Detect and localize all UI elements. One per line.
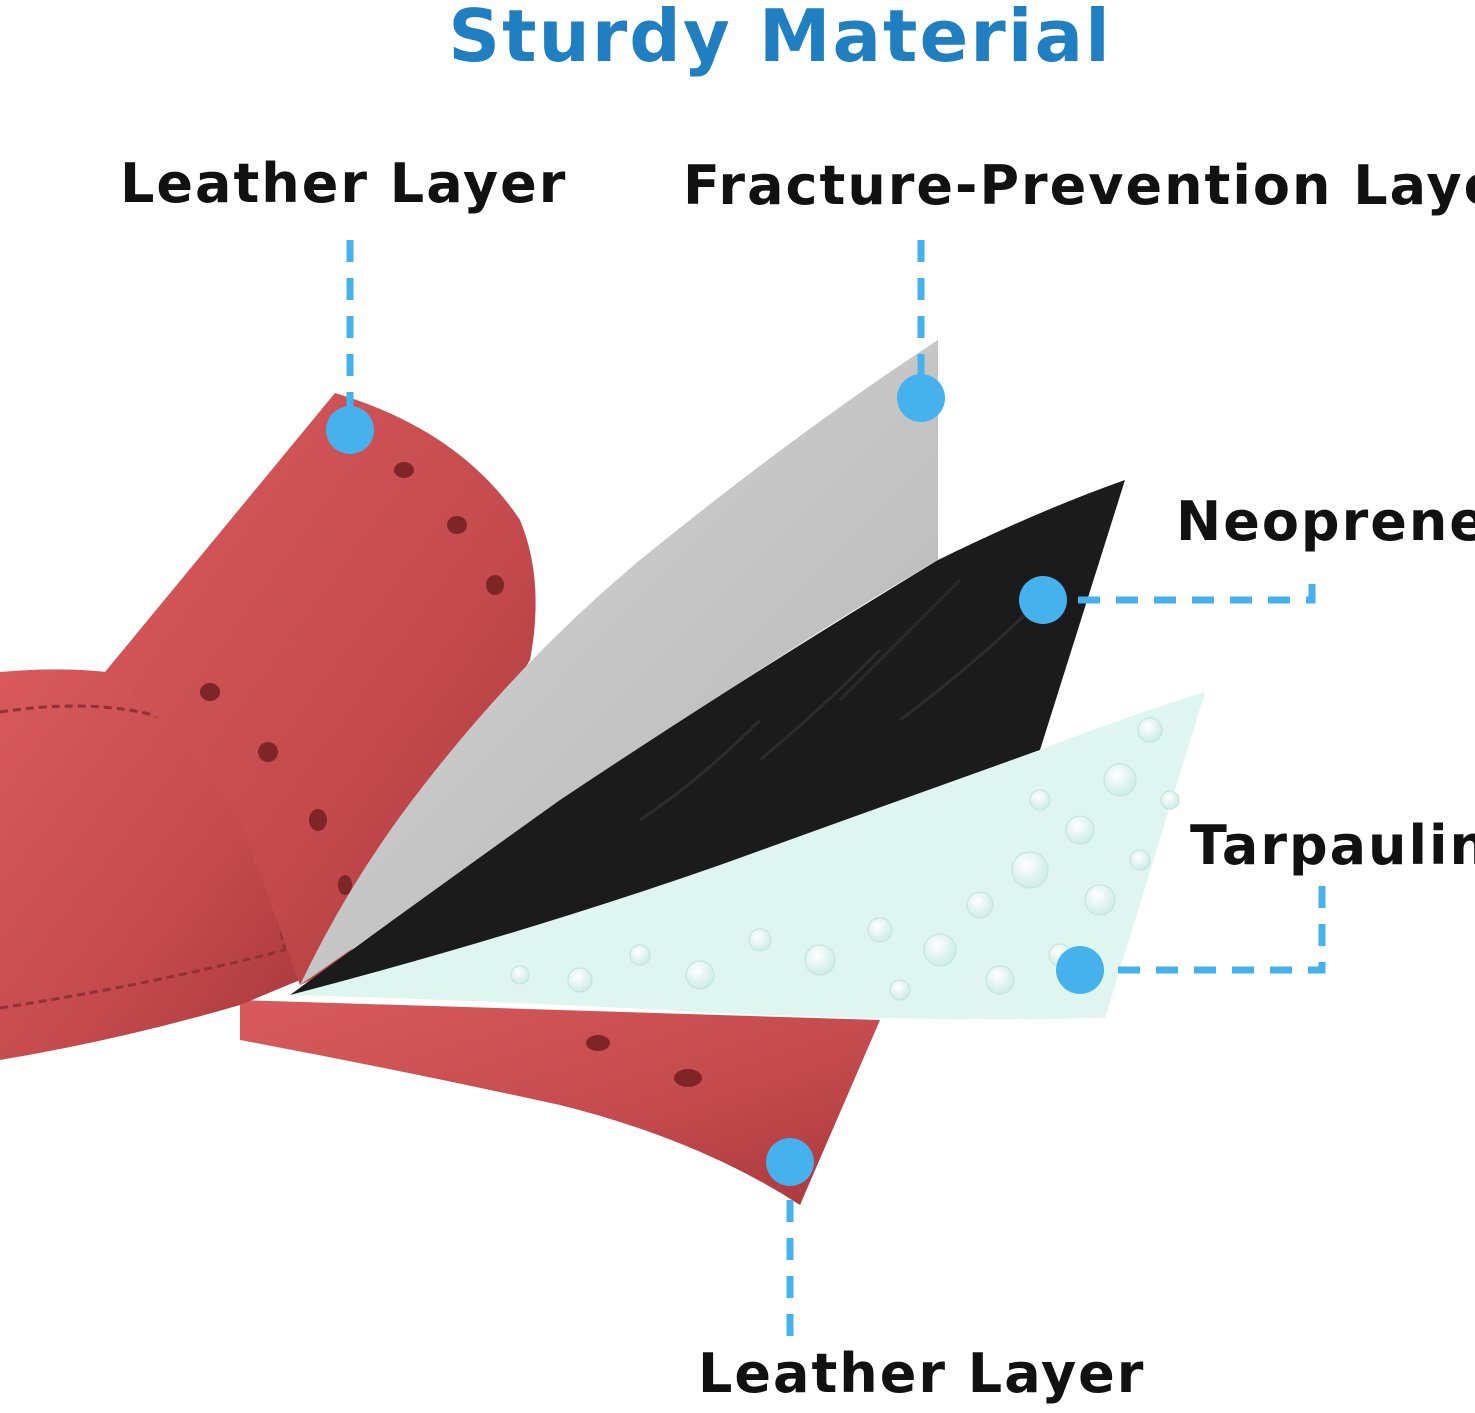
leather-layer-bottom bbox=[240, 1000, 880, 1205]
leather-bottom-holes bbox=[586, 1035, 702, 1087]
callout-line-neoprene bbox=[1040, 568, 1316, 604]
fracture-prevention-layer-label: Fracture-Prevention Layer bbox=[683, 154, 1475, 217]
callout-dot-fracture bbox=[897, 374, 945, 422]
page-title: Sturdy Material bbox=[448, 0, 1112, 78]
fracture-prevention-layer bbox=[300, 340, 938, 985]
callout-line-tarpaulin bbox=[1080, 886, 1326, 974]
leather-stitching-lower bbox=[0, 948, 286, 1010]
tarpaulin-label: Tarpaulin bbox=[1190, 814, 1475, 877]
leather-layer-bottom-label: Leather Layer bbox=[698, 1342, 1146, 1405]
neoprene-label: Neoprene bbox=[1176, 490, 1475, 553]
leather-layer-top-label: Leather Layer bbox=[120, 152, 568, 215]
callout-dot-neoprene bbox=[1019, 576, 1067, 624]
callout-lines bbox=[346, 240, 1326, 1340]
leather-top-holes bbox=[200, 462, 504, 895]
tarpaulin-layer bbox=[290, 692, 1205, 1020]
callout-dot-tarpaulin bbox=[1056, 946, 1104, 994]
neoprene-layer bbox=[290, 480, 1125, 995]
callout-dot-leather-top bbox=[326, 406, 374, 454]
callout-dots bbox=[326, 374, 1104, 1186]
callout-dot-leather-bottom bbox=[766, 1138, 814, 1186]
tarpaulin-droplets bbox=[510, 717, 1180, 1001]
